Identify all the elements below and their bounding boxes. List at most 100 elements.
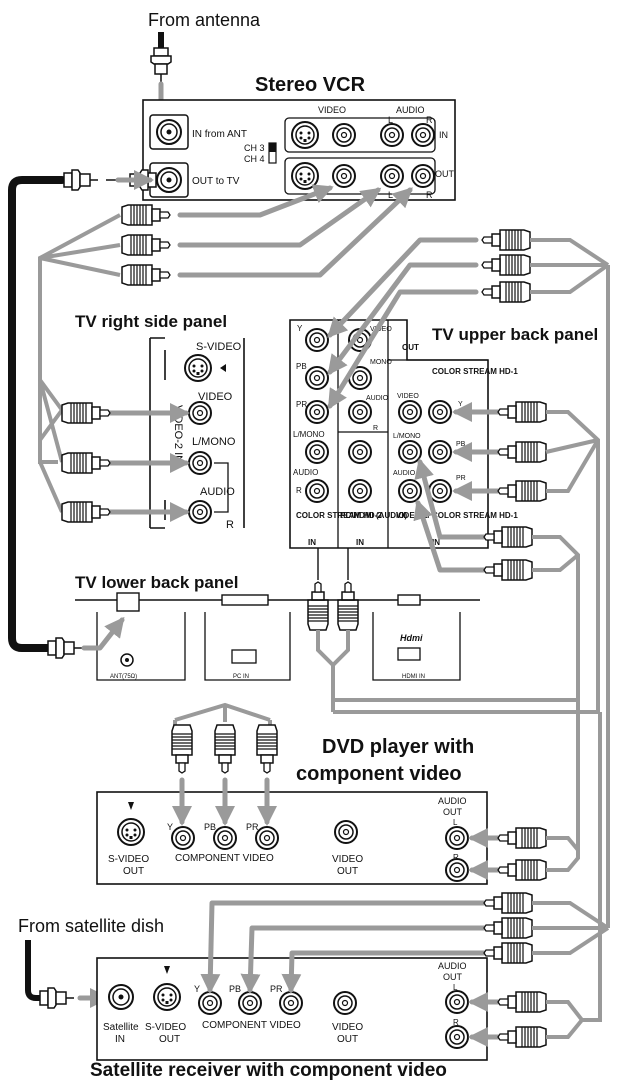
ub-hd2-pb-jack[interactable]: [305, 366, 329, 390]
sat-r-label: R: [453, 1018, 459, 1027]
dvd-r-label: R: [453, 853, 459, 862]
sat-audio-out-label: OUT: [443, 972, 463, 982]
sat-pr-label: PR: [270, 984, 283, 994]
rs-audio-label: AUDIO: [200, 486, 235, 498]
rca-plug-sat-pb: [484, 918, 532, 938]
ub-hd2-pr-jack[interactable]: [305, 400, 329, 424]
sat-audio-r-jack[interactable]: [445, 1025, 469, 1049]
ub-hd2-audio-l-jack[interactable]: [305, 440, 329, 464]
sat-pb-label: PB: [229, 984, 241, 994]
vcr-audio-l-top: L: [388, 115, 393, 125]
ub-out-label: OUT: [402, 343, 419, 352]
cable-to-hd2-pb: [327, 262, 479, 376]
lb-pc-in-label: PC IN: [233, 674, 249, 680]
vcr-audio-l-out-jack[interactable]: [380, 164, 404, 188]
sat-svideo-jack[interactable]: [153, 983, 181, 1011]
vcr-audio-r-out-jack[interactable]: [411, 164, 435, 188]
vcr-svideo-out-jack[interactable]: [291, 162, 319, 190]
lower-hdmi-jack[interactable]: [397, 647, 421, 661]
antenna-coax-plug: [150, 47, 172, 83]
ub-lmono-label: L/MONO: [293, 430, 325, 439]
vcr-svideo-in-jack[interactable]: [291, 121, 319, 149]
sat-component-label: COMPONENT VIDEO: [202, 1020, 301, 1031]
cable-to-hd1-audio-l: [414, 458, 487, 540]
ub-hd2-audio-r-jack[interactable]: [305, 479, 329, 503]
dvd-svideo-jack[interactable]: [117, 818, 145, 846]
sat-video-jack[interactable]: [333, 991, 357, 1015]
sat-y-jack[interactable]: [198, 991, 222, 1015]
dvd-audio-l-jack[interactable]: [445, 826, 469, 850]
ub-out-audio-r-jack[interactable]: [348, 400, 372, 424]
rca-plug-hd1-pb: [498, 442, 546, 462]
lb-hdmi-logo: Hdmi: [400, 633, 423, 643]
coax-plug-satellite: [39, 987, 75, 1009]
hd1-cable-bundle: [545, 410, 600, 712]
sat-video-out-label: OUT: [337, 1034, 358, 1045]
vcr-channel-switch-knob: [269, 143, 276, 152]
lower-hdmi-box: [372, 612, 461, 681]
dvd-y-label: Y: [167, 822, 173, 832]
rs-audio-l-jack[interactable]: [188, 451, 212, 475]
ub-hd1-audio-r-jack[interactable]: [398, 479, 422, 503]
dvd-audio-r-jack[interactable]: [445, 858, 469, 882]
satellite-title: Satellite receiver with component video: [90, 1060, 447, 1081]
cable-sat-pr: [281, 950, 487, 994]
hd2-cable-bundle: [530, 238, 610, 294]
sat-pr-jack[interactable]: [279, 991, 303, 1015]
ub-hd1-pb-jack[interactable]: [428, 440, 452, 464]
rs-audio-r-jack[interactable]: [188, 500, 212, 524]
rca-plug-dvd-audio-r: [498, 860, 546, 880]
dvd-l-label: L: [453, 818, 458, 827]
rca-plug-hd1-y: [498, 402, 546, 422]
dvd-pb-jack[interactable]: [213, 826, 237, 850]
ub-r2-label: R: [373, 425, 378, 432]
dvd-panel: [96, 791, 488, 885]
coax-vcr-to-tv-cable: [8, 176, 66, 652]
rca-plug-dvd-pb: [214, 724, 236, 774]
ub-hd1-audio-l-jack[interactable]: [398, 440, 422, 464]
lb-hdmi-in-label: HDMI IN: [402, 674, 425, 680]
vcr-video-out-jack[interactable]: [332, 164, 356, 188]
dvd-audio-label: AUDIO: [438, 796, 467, 806]
lb-ant-label: ANT(75Ω): [110, 674, 137, 680]
cable-to-hd2-pr: [327, 289, 479, 410]
ub-pc-audio-r-jack[interactable]: [348, 479, 372, 503]
coax-plug-tv-ant: [47, 637, 83, 659]
dvd-svideo-label: S-VIDEO: [108, 854, 149, 865]
vcr-video-in-jack[interactable]: [332, 123, 356, 147]
dvd-pr-jack[interactable]: [255, 826, 279, 850]
ub-y-r-label: Y: [458, 401, 463, 408]
dvd-video-jack[interactable]: [334, 820, 358, 844]
rs-svideo-jack[interactable]: [184, 354, 212, 382]
sat-in-jack[interactable]: [108, 984, 134, 1010]
rca-plug-dvd-y: [171, 724, 193, 774]
dvd-y-jack[interactable]: [171, 826, 195, 850]
cable-sat-y: [200, 900, 487, 994]
rca-plug-hd1-audio-l: [484, 527, 532, 547]
ub-pc-hdmi-label: PC/HDMI (AUDIO): [340, 511, 407, 520]
ub-audio-label: AUDIO: [293, 468, 318, 477]
ub-hd1-video-jack[interactable]: [398, 400, 422, 424]
dvd-video-label: VIDEO: [332, 854, 363, 865]
sat-audio-l-jack[interactable]: [445, 990, 469, 1014]
vcr-ch4-label: CH 4: [244, 154, 265, 164]
vcr-audio-l-in-jack[interactable]: [380, 123, 404, 147]
rca-plug-hd2-y: [482, 230, 530, 250]
lower-pc-jack[interactable]: [231, 649, 257, 664]
rca-plug-hd1-audio-r: [484, 560, 532, 580]
cable-sat-pb: [240, 925, 487, 994]
vcr-ch3-label: CH 3: [244, 143, 265, 153]
coax-arrow-tv-ant: [81, 616, 125, 651]
ub-hd2-y-jack[interactable]: [305, 328, 329, 352]
vcr-ant-in-jack[interactable]: [149, 114, 189, 150]
ub-in-label-3: IN: [432, 538, 440, 547]
vcr-audio-r-in-jack[interactable]: [411, 123, 435, 147]
dvd-component-label: COMPONENT VIDEO: [175, 853, 274, 864]
rca-plug-sat-pr: [484, 943, 532, 963]
cable-to-hd2-y: [327, 237, 479, 338]
tv-upper-back-panel-title: TV upper back panel: [432, 325, 598, 344]
sat-pb-jack[interactable]: [238, 991, 262, 1015]
rs-video-jack[interactable]: [188, 401, 212, 425]
ub-pc-audio-l-jack[interactable]: [348, 440, 372, 464]
ub-hd1-y-jack[interactable]: [428, 400, 452, 424]
